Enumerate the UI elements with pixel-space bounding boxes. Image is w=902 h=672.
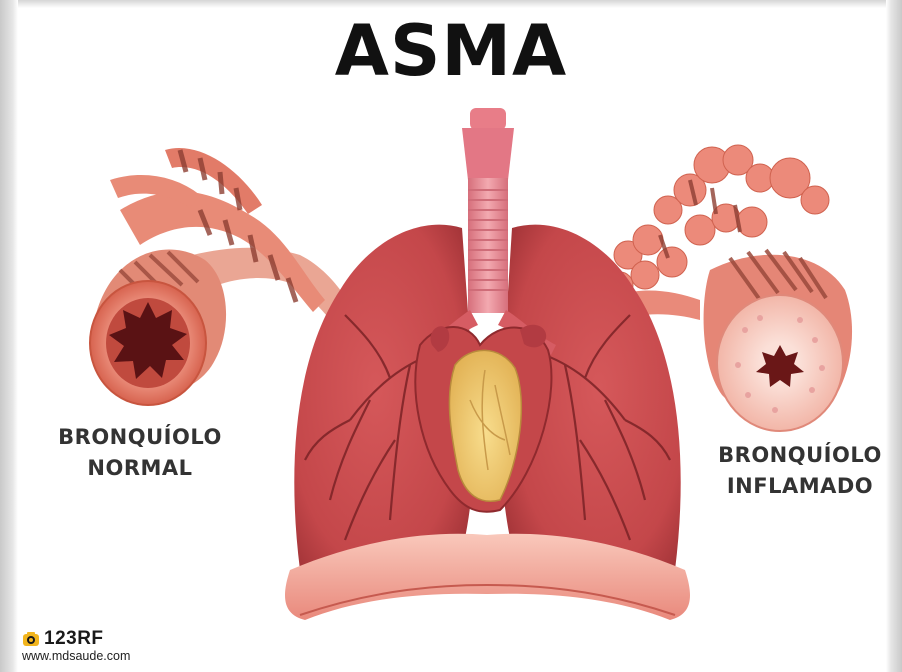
brand-watermark: 123RF [22, 628, 130, 650]
credit-block: 123RF www.mdsaude.com [22, 628, 130, 663]
source-url[interactable]: www.mdsaude.com [22, 649, 130, 663]
inflamed-bronchiole-label: BRONQUÍOLO INFLAMADO [700, 440, 900, 502]
normal-bronchiole-label-line1: BRONQUÍOLO [40, 422, 240, 453]
camera-logo-icon [22, 630, 40, 648]
inflamed-bronchiole-label-line2: INFLAMADO [700, 471, 900, 502]
normal-bronchiole-label: BRONQUÍOLO NORMAL [40, 422, 240, 484]
brand-name: 123RF [44, 628, 104, 650]
inflamed-bronchiole-label-line1: BRONQUÍOLO [700, 440, 900, 471]
normal-bronchiole-label-line2: NORMAL [40, 453, 240, 484]
lungs-illustration [285, 108, 690, 620]
